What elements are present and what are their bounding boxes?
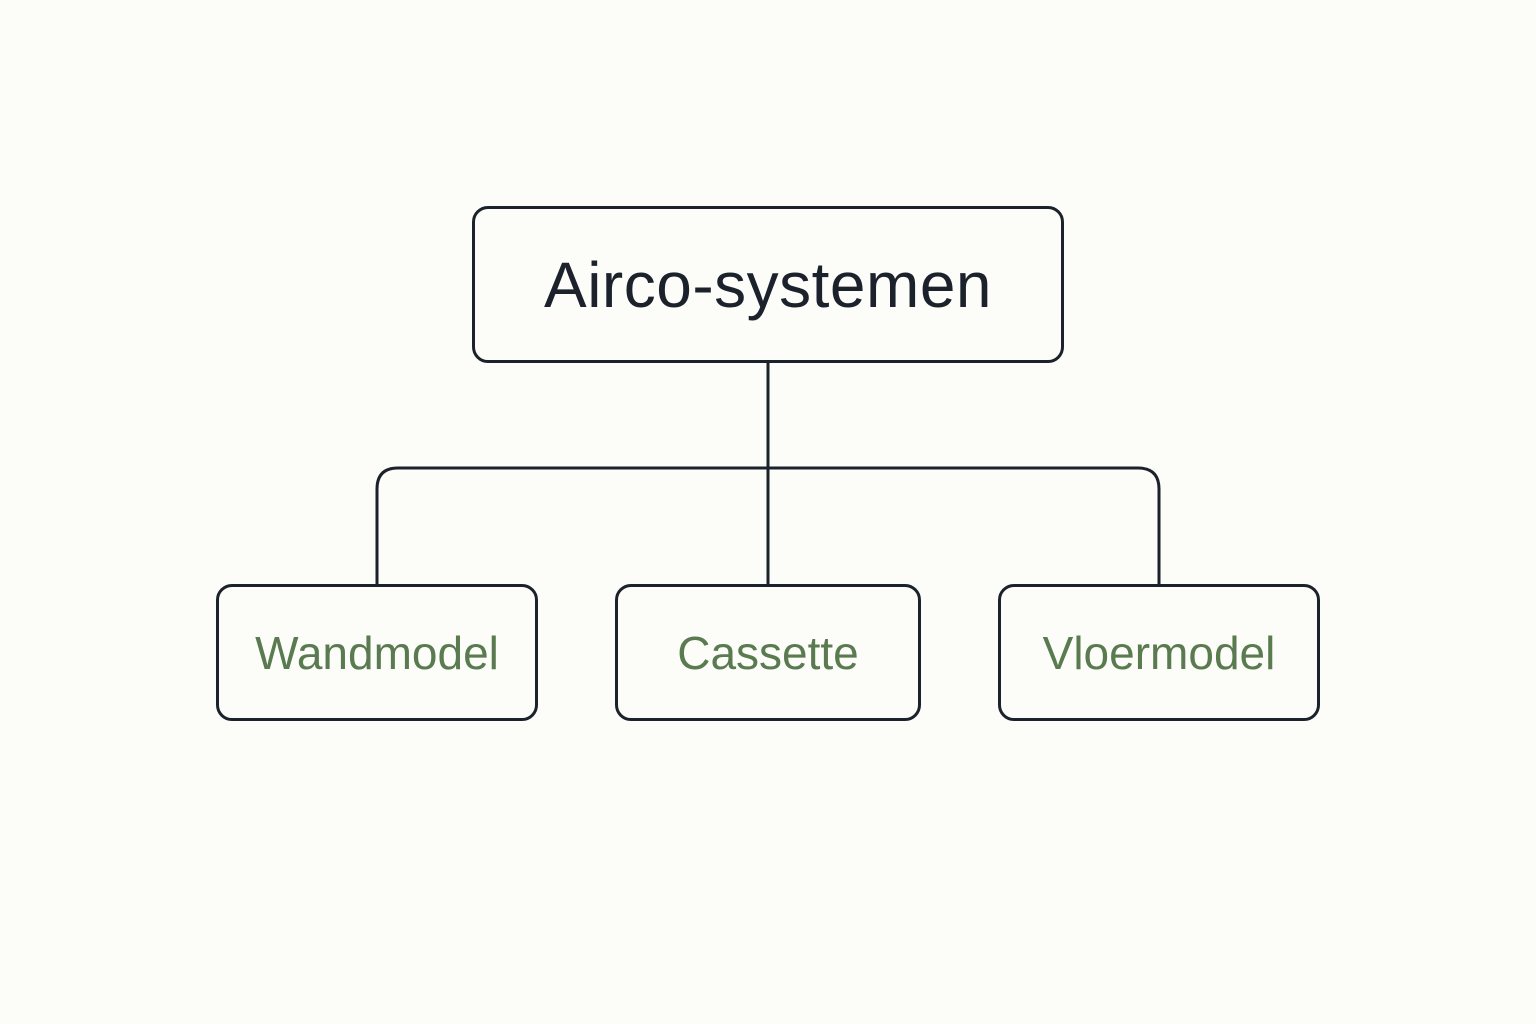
- root-node: Airco-systemen: [472, 206, 1064, 363]
- child-node-wandmodel: Wandmodel: [216, 584, 538, 721]
- child-node-cassette: Cassette: [615, 584, 921, 721]
- child-node-vloermodel: Vloermodel: [998, 584, 1320, 721]
- root-node-label: Airco-systemen: [544, 248, 992, 321]
- connector-branch-left: [375, 466, 770, 586]
- child-node-label: Vloermodel: [1042, 626, 1276, 679]
- connector-branch-right: [766, 466, 1161, 586]
- child-node-label: Wandmodel: [255, 626, 499, 679]
- child-node-label: Cassette: [677, 626, 859, 679]
